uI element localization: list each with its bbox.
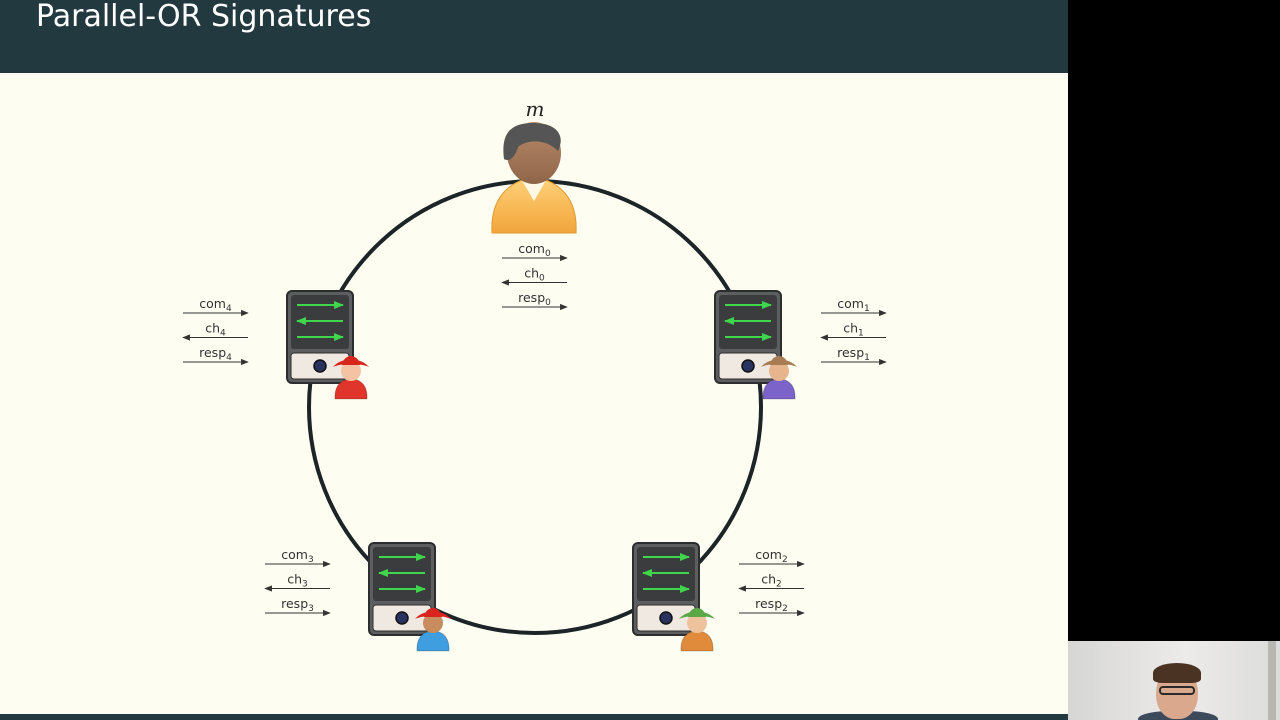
- edge-1-ch-label: ch1: [843, 321, 864, 339]
- slide-footer-bar: [0, 714, 1068, 720]
- slide: Parallel-OR Signatures m: [0, 0, 1068, 720]
- edge-3-com-label: com3: [281, 547, 313, 565]
- edge-0-messages: com0 ch0 resp0: [501, 241, 568, 311]
- jester-avatar-icon: [679, 608, 715, 652]
- edge-2-messages: com2 ch2 resp2: [738, 547, 805, 617]
- edge-3-ch-label: ch3: [287, 572, 308, 590]
- slide-title: Parallel-OR Signatures: [36, 0, 372, 34]
- edge-0-resp-label: resp0: [518, 290, 551, 308]
- slide-header: Parallel-OR Signatures: [0, 0, 1068, 73]
- santa-avatar-icon: [333, 356, 369, 400]
- edge-4-resp-label: resp4: [199, 345, 232, 363]
- edge-2-resp-label: resp2: [755, 596, 788, 614]
- edge-4-com-label: com4: [199, 296, 232, 314]
- edge-labels-layer: com0 ch0 resp0 com1 ch1 resp1 com2 ch2 resp2 com3…: [182, 241, 887, 617]
- edge-1-messages: com1 ch1 resp1: [820, 296, 887, 366]
- server-4-server-icon: [286, 290, 354, 384]
- edge-3-resp-label: resp3: [281, 596, 314, 614]
- server-3-server-icon: [368, 542, 436, 636]
- edge-3-messages: com3 ch3 resp3: [264, 547, 331, 617]
- edge-0-ch-label: ch0: [524, 266, 545, 284]
- edge-0-com-label: com0: [518, 241, 551, 259]
- edge-4-ch-label: ch4: [205, 321, 226, 339]
- server-1-server-icon: [714, 290, 782, 384]
- edge-4-messages: com4 ch4 resp4: [182, 296, 249, 366]
- servers-layer: [286, 290, 797, 652]
- edge-1-resp-label: resp1: [837, 345, 870, 363]
- signer-person-icon: [491, 122, 577, 234]
- webcam-overlay: [1068, 641, 1280, 720]
- cowboy-avatar-icon: [761, 356, 797, 400]
- edge-1-com-label: com1: [837, 296, 869, 314]
- signer-message-label: m: [526, 97, 545, 121]
- edge-2-com-label: com2: [755, 547, 787, 565]
- sombrero-avatar-icon: [415, 608, 451, 652]
- server-2-server-icon: [632, 542, 700, 636]
- edge-2-ch-label: ch2: [761, 572, 782, 590]
